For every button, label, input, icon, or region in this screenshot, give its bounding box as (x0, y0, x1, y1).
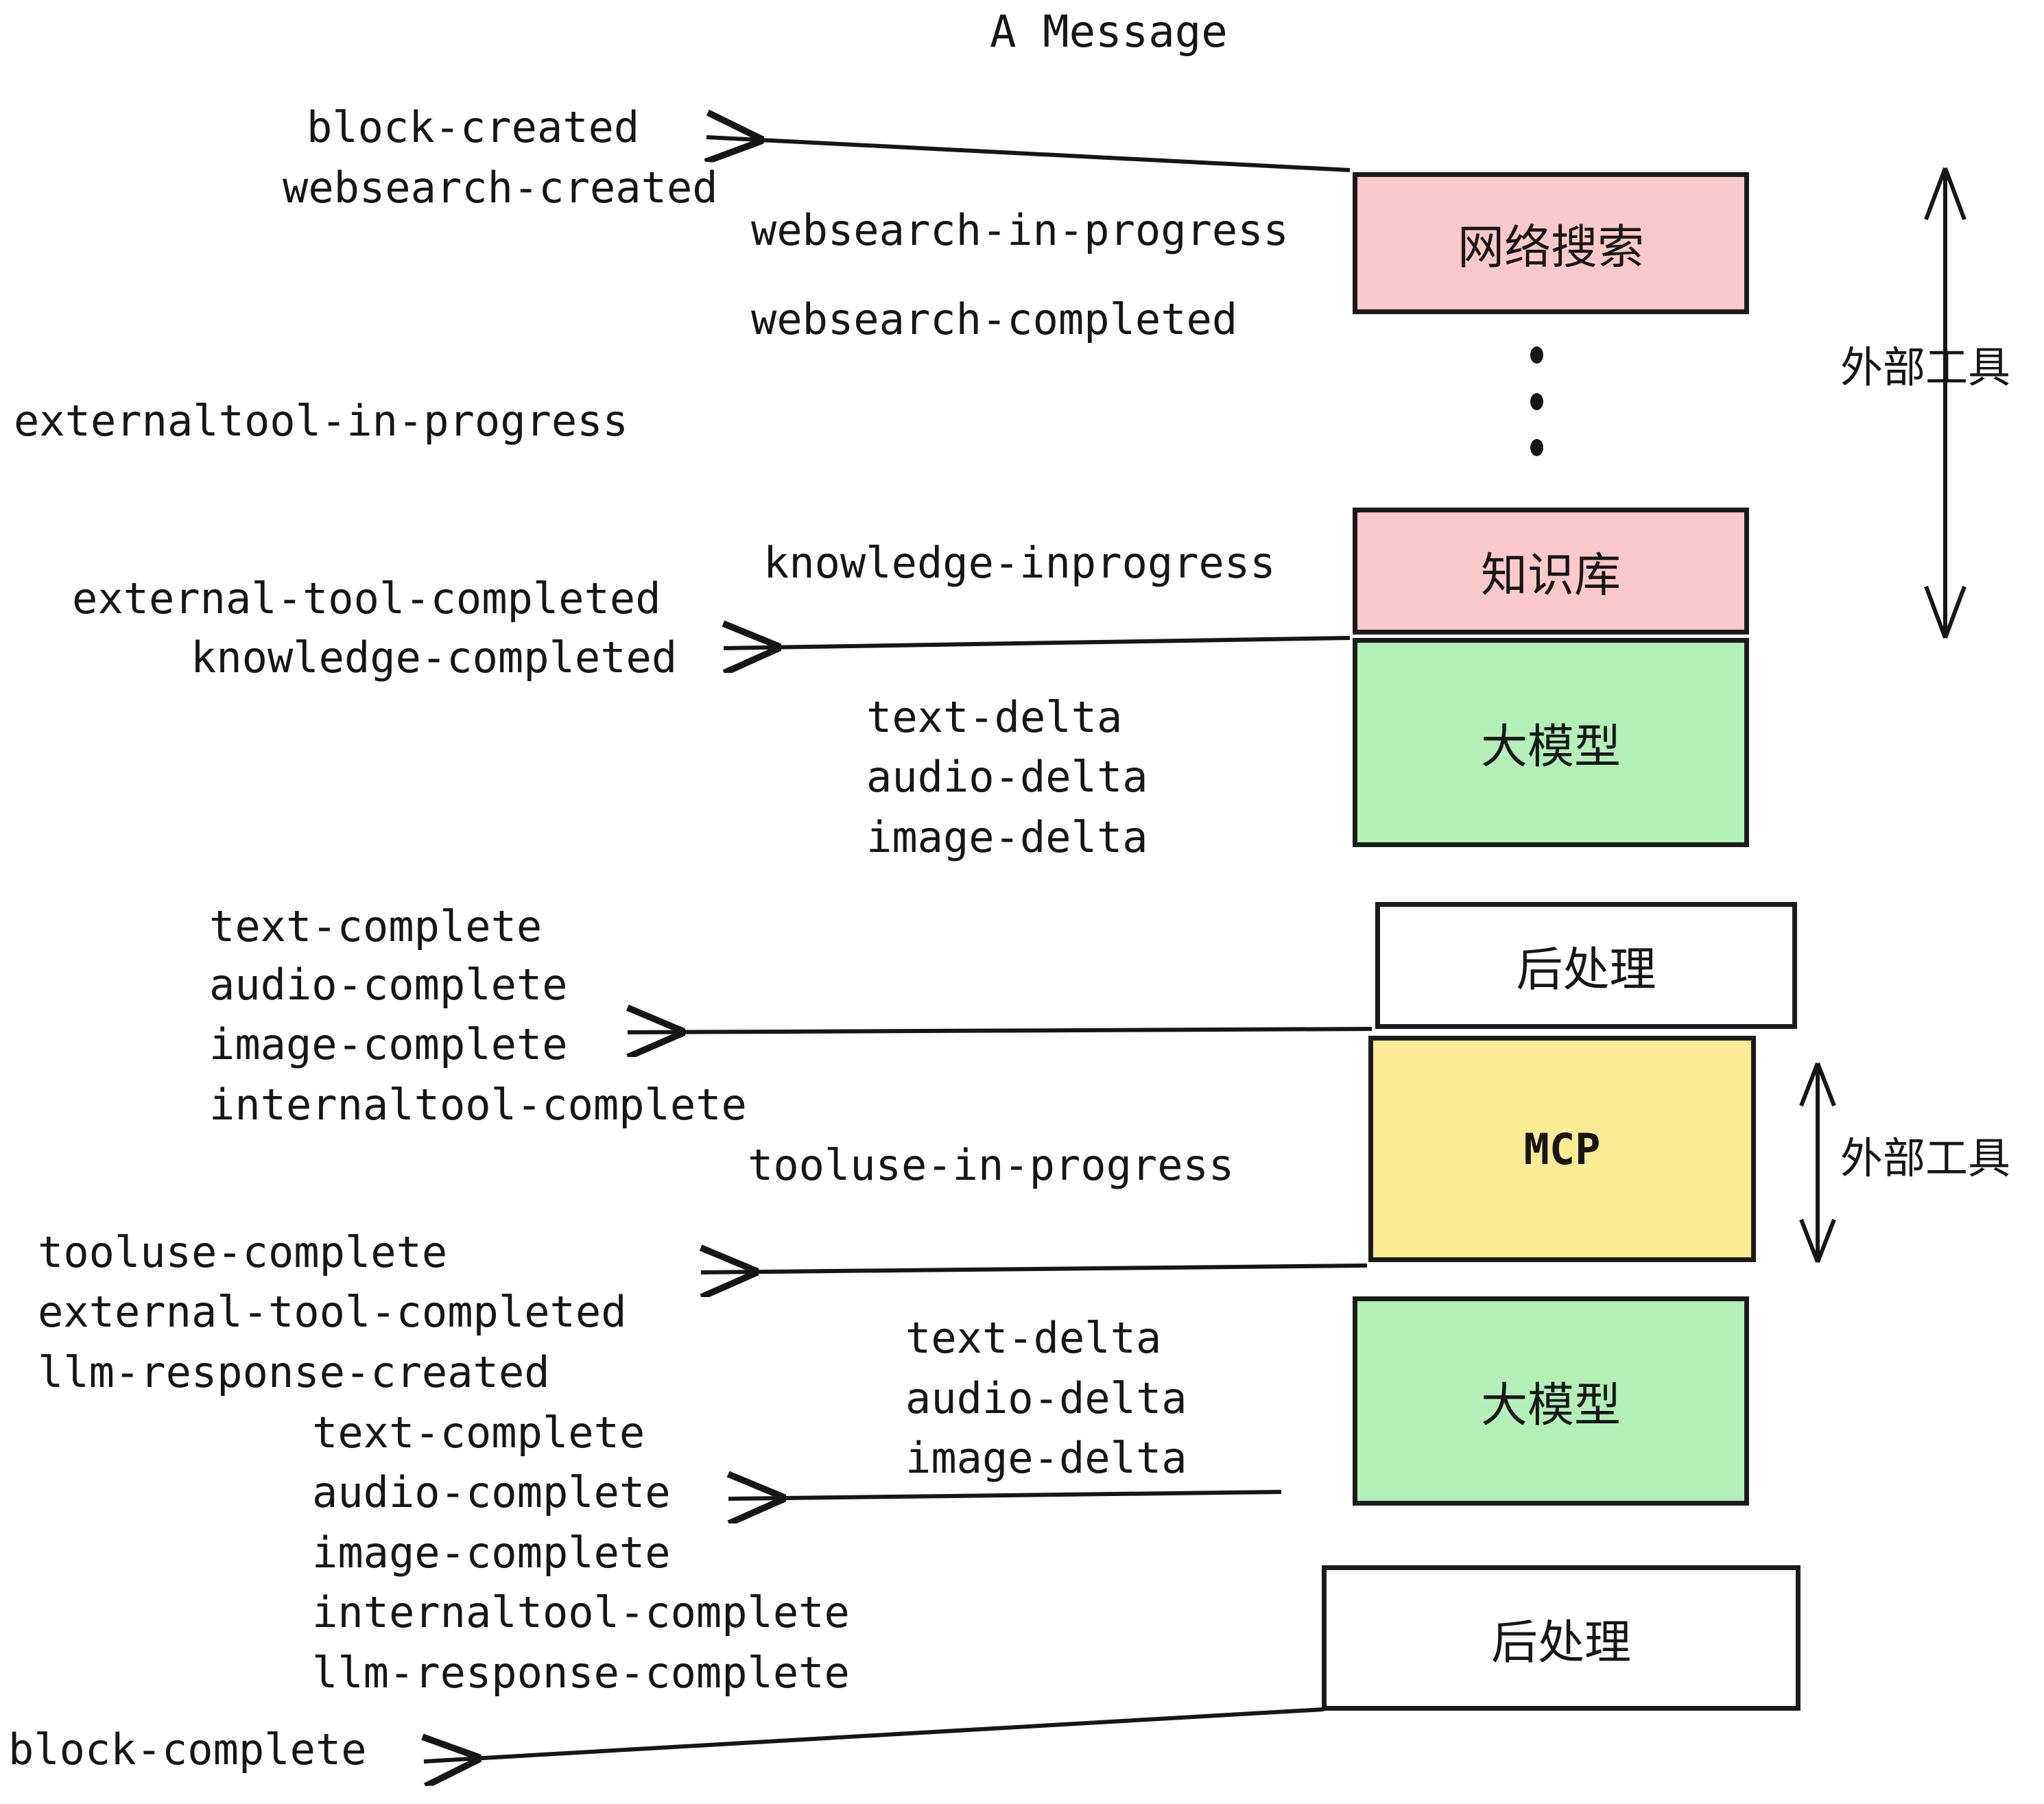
arrow-llm2-to-audio-complete (728, 1492, 1282, 1499)
event-label-text-delta-2: text-delta (905, 1313, 1162, 1363)
node-box-llm-1[interactable]: 大模型 (1353, 638, 1749, 847)
arrow-postprocess2-to-block-complete (424, 1707, 1324, 1761)
event-label-externaltool-in-progress: externaltool-in-progress (14, 396, 628, 446)
node-box-websearch[interactable]: 网络搜索 (1353, 172, 1749, 314)
diagram-title: A Message (990, 7, 1228, 58)
event-label-websearch-completed: websearch-completed (751, 294, 1238, 344)
event-label-tooluse-in-progress: tooluse-in-progress (748, 1140, 1235, 1190)
event-label-websearch-created: websearch-created (283, 163, 718, 213)
event-label-external-tool-completed-2: external-tool-completed (38, 1287, 627, 1337)
node-label-knowledge: 知识库 (1480, 549, 1621, 603)
ellipsis-dot (1530, 346, 1543, 364)
event-label-block-complete: block-complete (8, 1724, 367, 1775)
event-label-text-complete-1: text-complete (209, 901, 543, 951)
node-box-mcp[interactable]: MCP (1368, 1036, 1756, 1262)
event-label-image-delta-2: image-delta (905, 1433, 1187, 1483)
arrow-external-tools-bottom-head-down (1799, 1218, 1836, 1263)
event-label-external-tool-completed-1: external-tool-completed (72, 573, 661, 624)
event-label-tooluse-complete: tooluse-complete (38, 1227, 448, 1277)
node-box-postprocess-2[interactable]: 后处理 (1322, 1565, 1801, 1711)
event-label-audio-delta-1: audio-delta (866, 752, 1148, 802)
event-label-knowledge-inprogress: knowledge-inprogress (763, 538, 1276, 588)
node-label-postprocess-1: 后处理 (1516, 943, 1656, 997)
side-label-external-tools-top: 外部工具 (1840, 342, 2011, 392)
node-label-postprocess-2: 后处理 (1490, 1615, 1631, 1670)
node-box-postprocess-1[interactable]: 后处理 (1375, 902, 1797, 1029)
ellipsis-dot (1530, 439, 1543, 456)
node-label-websearch: 网络搜索 (1457, 221, 1644, 275)
event-label-internaltool-complete-1: internaltool-complete (209, 1080, 747, 1130)
vertical-ellipsis (1530, 346, 1543, 456)
arrow-websearch-to-block-created (706, 137, 1351, 172)
event-label-block-created: block-created (307, 102, 640, 152)
arrow-external-tools-top-head-up (1924, 167, 1966, 221)
node-label-llm-1: 大模型 (1480, 720, 1621, 774)
event-label-audio-complete-2: audio-complete (312, 1467, 671, 1517)
node-box-knowledge[interactable]: 知识库 (1353, 508, 1749, 634)
node-label-llm-2: 大模型 (1480, 1379, 1621, 1433)
arrow-mcp-to-tooluse-complete (701, 1266, 1368, 1272)
node-box-llm-2[interactable]: 大模型 (1353, 1296, 1749, 1506)
event-label-audio-complete-1: audio-complete (209, 960, 568, 1010)
arrow-external-tools-bottom-head-up (1799, 1062, 1836, 1107)
event-label-image-complete-2: image-complete (312, 1528, 671, 1578)
ellipsis-dot (1530, 392, 1543, 410)
arrow-external-tools-top-head-down (1924, 585, 1966, 639)
event-label-audio-delta-2: audio-delta (905, 1373, 1187, 1423)
arrow-knowledge-to-knowledge-completed (724, 638, 1351, 648)
event-label-image-delta-1: image-delta (866, 812, 1148, 862)
node-label-mcp: MCP (1523, 1124, 1601, 1174)
event-label-llm-response-complete: llm-response-complete (312, 1648, 850, 1698)
event-label-image-complete-1: image-complete (209, 1019, 568, 1069)
arrow-postprocess1-to-image-complete (628, 1029, 1372, 1032)
side-label-external-tools-bottom: 外部工具 (1840, 1133, 2011, 1183)
event-label-text-complete-2: text-complete (312, 1408, 645, 1458)
event-label-websearch-in-progress: websearch-in-progress (751, 205, 1289, 255)
event-label-knowledge-completed: knowledge-completed (191, 632, 678, 683)
event-label-text-delta-1: text-delta (866, 692, 1123, 742)
event-label-internaltool-complete-2: internaltool-complete (312, 1587, 850, 1637)
event-label-llm-response-created: llm-response-created (38, 1347, 550, 1397)
